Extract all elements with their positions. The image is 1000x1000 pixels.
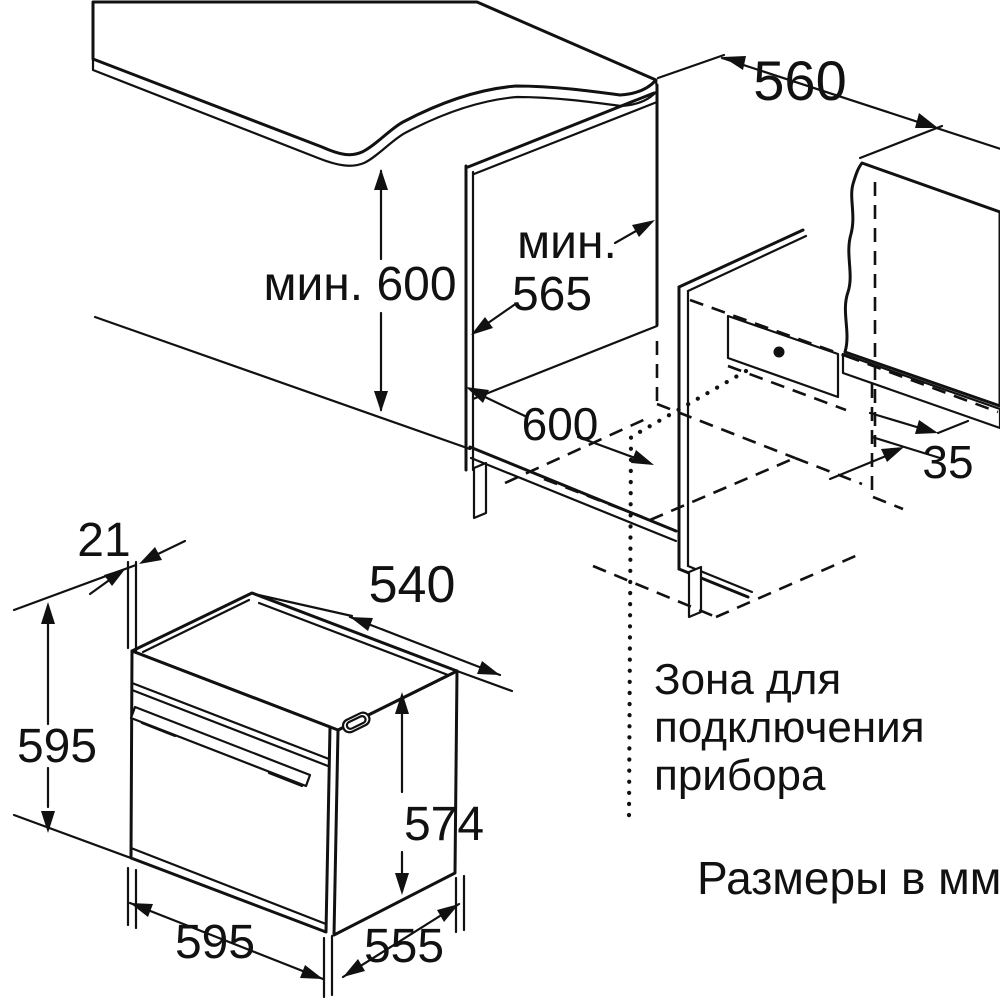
connection-zone-note: Зона для подключения прибора	[654, 655, 925, 800]
niche-right-wall	[677, 228, 808, 619]
dim-oven-top-depth: 540	[252, 556, 514, 693]
countertop-top-surface	[91, 0, 658, 157]
dim-niche-min-height: мин. 600	[263, 169, 457, 412]
units-note: Размеры в мм	[697, 852, 1000, 904]
niche-ceiling-edge-inner	[472, 100, 659, 176]
countertop	[91, 0, 659, 167]
zone-note-line3: прибора	[654, 751, 826, 800]
zone-note-line2: подключения	[654, 703, 925, 752]
connection-zone-hatch	[726, 314, 840, 399]
dim-label-600: 600	[522, 398, 599, 450]
dim-oven-depth: 555	[341, 874, 466, 979]
zone-note-line1: Зона для	[654, 655, 841, 704]
floor-reference-line	[93, 315, 472, 451]
dim-niche-width: 560	[656, 49, 1000, 160]
adjacent-wall	[841, 161, 1000, 430]
oven-door-face	[129, 649, 332, 934]
niche-ceiling-edge-outer	[466, 91, 656, 169]
dim-label-min-600: мин. 600	[263, 258, 456, 311]
connection-point-dot	[773, 346, 785, 358]
dim-label-540: 540	[369, 556, 456, 614]
dim-niche-min-depth: мин. 565	[471, 216, 655, 335]
dim-label-555: 555	[364, 920, 444, 973]
left-wall-foot	[472, 461, 488, 520]
dim-label-21: 21	[77, 514, 130, 567]
wall-panel	[843, 161, 1000, 408]
oven-top-inner-right	[257, 601, 450, 677]
dim-door-protrusion: 21	[77, 514, 187, 654]
countertop-front-edge	[91, 57, 659, 167]
dim-label-595-bottom: 595	[175, 916, 255, 969]
cut-edge-inner	[686, 234, 808, 293]
dotted-zone-line	[626, 368, 749, 821]
oven-door-handle	[129, 705, 312, 788]
dim-label-min: мин.	[517, 216, 617, 269]
oven-control-panel	[130, 681, 331, 768]
dim-label-574: 574	[404, 798, 484, 851]
dim-label-35: 35	[922, 436, 973, 488]
dim-oven-height: 595	[12, 563, 138, 860]
oven-dimension-drawing: 21 540 595 574	[12, 514, 514, 999]
hidden-edges	[504, 182, 999, 619]
door-bottom-seam	[129, 846, 328, 926]
oven-top-inner-left	[141, 598, 251, 654]
right-wall-foot	[687, 565, 703, 619]
dim-floor-depth: 600	[466, 387, 654, 465]
niche-installation-drawing: 560 мин. 600 мин. 565 600	[91, 0, 1000, 821]
cut-edge-outer	[677, 228, 805, 289]
dim-label-560: 560	[753, 49, 846, 112]
wall-base-strip	[841, 352, 1000, 430]
dim-label-595-left: 595	[17, 720, 97, 773]
dim-rear-gap: 35	[828, 411, 974, 488]
niche-left-wall	[464, 83, 659, 472]
door-body-step	[328, 725, 340, 732]
dim-oven-side-height: 574	[395, 692, 484, 895]
dim-label-565: 565	[512, 268, 592, 321]
floor-wall-junction	[471, 324, 659, 401]
side-grip-hole	[341, 711, 371, 734]
dim-oven-width: 595	[126, 866, 334, 999]
